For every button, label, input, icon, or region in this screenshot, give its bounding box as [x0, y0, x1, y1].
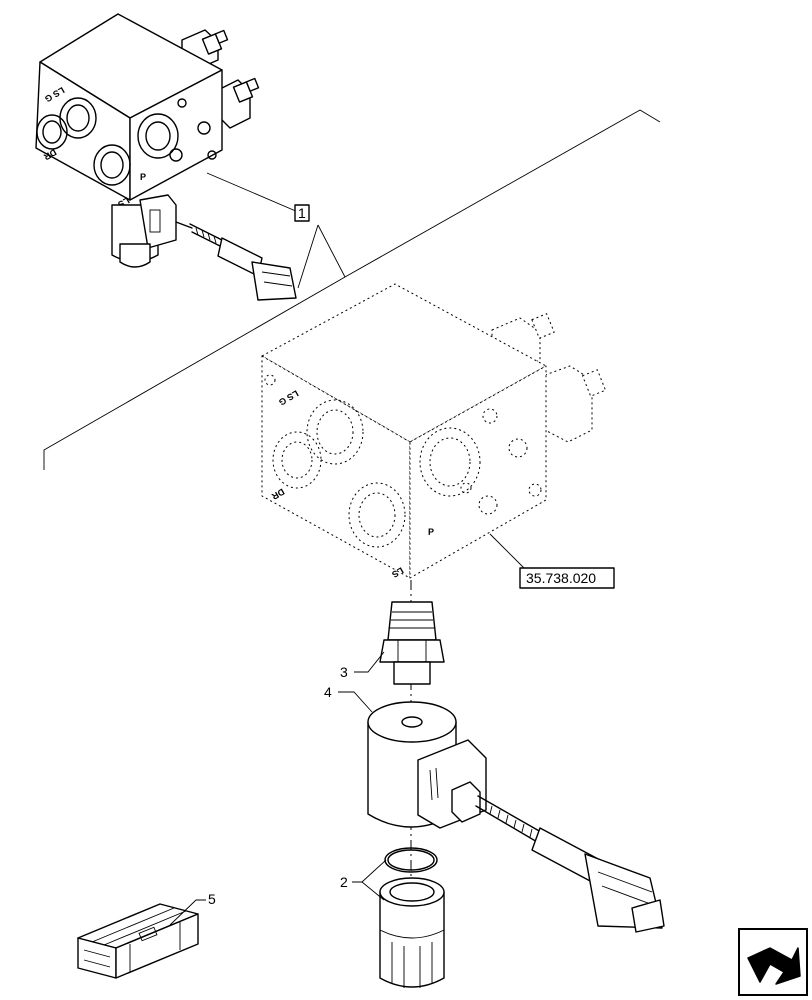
- reference-box[interactable]: [519, 567, 615, 589]
- callout-3: 3: [340, 651, 385, 680]
- callout-label-3[interactable]: 3: [340, 664, 348, 680]
- callout-label-5[interactable]: 5: [208, 891, 216, 907]
- rear-solenoid-lower: [217, 77, 260, 129]
- reference-callout: 35.738.020: [489, 533, 615, 589]
- kit-box: [77, 903, 199, 979]
- callout-1-leader: 1: [43, 109, 661, 470]
- callout-2: 2: [340, 859, 387, 901]
- assembly-overview: DR LS G P LS: [35, 13, 297, 301]
- port-mark-p: P: [140, 172, 146, 182]
- callout-5: 5: [169, 891, 216, 926]
- callout-4: 4: [324, 684, 373, 713]
- reference-label[interactable]: 35.738.020: [526, 570, 596, 586]
- seal-kit: [379, 847, 445, 988]
- cartridge-valve: [379, 601, 445, 685]
- manifold-right: [129, 69, 223, 201]
- port-mark-p-main: P: [428, 527, 434, 537]
- manifold-phantom: DR LS G P LS: [261, 283, 607, 580]
- solenoid-coil: [367, 701, 665, 933]
- callout-label-2[interactable]: 2: [340, 874, 348, 890]
- port-mark-ls-main: LS: [390, 565, 405, 579]
- back-arrow-icon[interactable]: [738, 928, 808, 996]
- callout-label-4[interactable]: 4: [324, 684, 332, 700]
- callout-label-1[interactable]: 1: [298, 205, 306, 221]
- callout-box-1[interactable]: [294, 204, 310, 222]
